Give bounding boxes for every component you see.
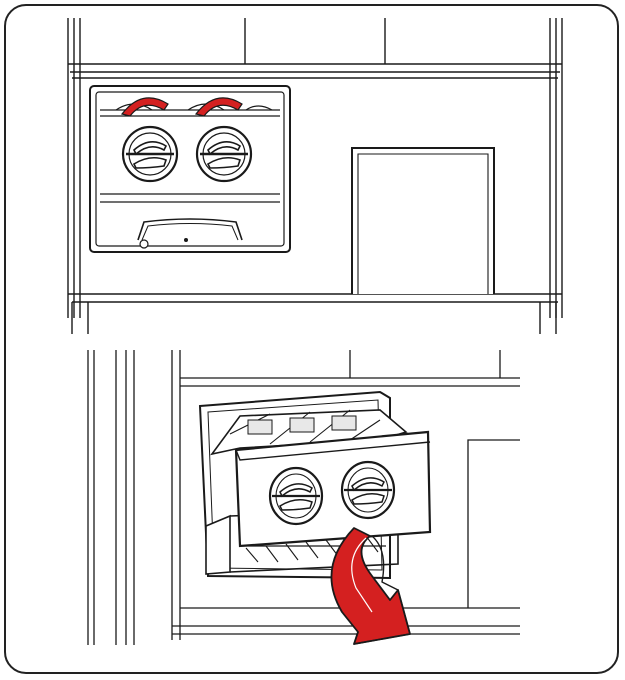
right-knob-rotation-arrow-icon <box>194 97 243 117</box>
left-twist-knob <box>268 466 324 526</box>
tray-front-panel <box>234 430 432 548</box>
ice-maker-unit <box>89 85 291 253</box>
upper-rail <box>180 377 520 387</box>
side-compartment <box>467 439 520 608</box>
upper-shelf-dividers <box>244 18 386 64</box>
ice-maker-housing <box>89 85 291 253</box>
empty-compartment <box>351 147 495 294</box>
right-twist-knob <box>340 460 396 520</box>
cabinet-left-wall <box>67 18 81 318</box>
left-twist-knob <box>121 125 179 183</box>
step-1-closed-ice-maker-panel <box>67 18 563 334</box>
left-knob-rotation-arrow-icon <box>120 97 169 117</box>
cabinet-right-wall <box>549 18 563 318</box>
ice-bin-handle <box>137 218 243 241</box>
cabinet-inner-wall <box>171 350 181 640</box>
door-edge-lines <box>87 350 135 645</box>
lower-shelf <box>68 293 562 303</box>
step-2-pulled-out-ice-tray-panel <box>87 350 520 645</box>
lower-shelf-feet <box>71 302 557 334</box>
upper-shelf <box>68 63 562 79</box>
right-twist-knob <box>195 125 253 183</box>
pull-down-arrow-icon <box>330 527 411 645</box>
